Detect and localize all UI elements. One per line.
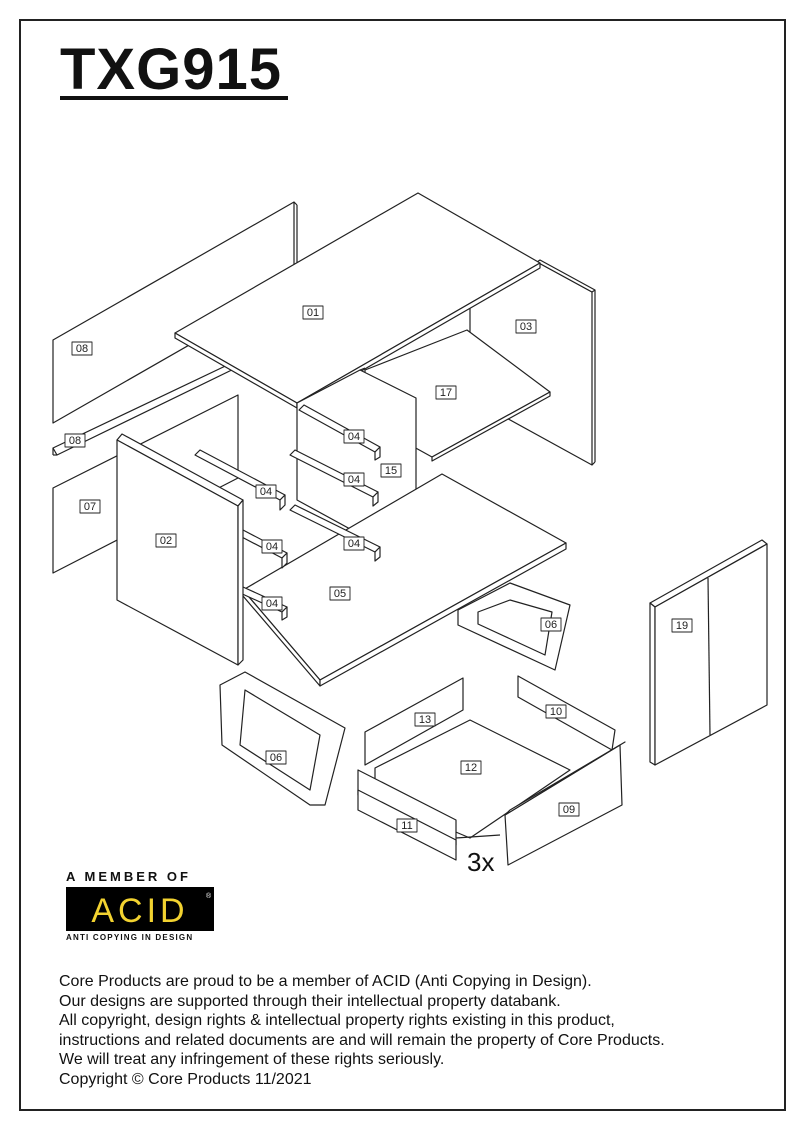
svg-text:04: 04 [348, 474, 360, 486]
drawer-quantity: 3x [467, 847, 495, 877]
notice-line: instructions and related documents are a… [59, 1031, 665, 1049]
acid-tagline: ANTI COPYING IN DESIGN [66, 933, 194, 942]
part-19-door [649, 539, 768, 766]
svg-text:04: 04 [266, 541, 278, 553]
svg-text:11: 11 [401, 820, 412, 832]
part-label-10: 10 [545, 704, 567, 719]
acid-logo-background [66, 887, 214, 931]
svg-text:08: 08 [69, 435, 81, 447]
svg-text:04: 04 [348, 538, 360, 550]
svg-text:08: 08 [76, 343, 88, 355]
part-label-17: 17 [435, 385, 457, 400]
notice-line: Copyright © Core Products 11/2021 [59, 1070, 312, 1088]
part-02-side-panel [116, 433, 244, 666]
acid-logo: ACID ® [66, 887, 214, 931]
part-label-06a: 06 [540, 617, 562, 632]
svg-text:06: 06 [545, 619, 557, 631]
part-label-09: 09 [558, 802, 580, 817]
part-label-12: 12 [460, 760, 482, 775]
part-label-07a: 08 [71, 341, 93, 356]
part-05-base-panel [242, 473, 567, 687]
svg-text:07: 07 [84, 501, 96, 513]
svg-text:17: 17 [440, 387, 452, 399]
part-label-04a: 04 [343, 429, 365, 444]
notice-line: All copyright, design rights & intellect… [59, 1012, 615, 1030]
acid-logo-text: ACID [91, 892, 188, 930]
part-label-19: 19 [671, 618, 693, 633]
part-label-04d: 04 [343, 536, 365, 551]
part-label-04f: 04 [261, 596, 283, 611]
part-label-07b: 07 [79, 499, 101, 514]
svg-text:04: 04 [260, 486, 272, 498]
part-label-03: 03 [515, 319, 537, 334]
part-labels: 01 08 03 17 08 04 15 04 04 07 02 04 04 0… [64, 305, 693, 833]
acid-member-text: A MEMBER OF [66, 869, 191, 884]
notice-line: We will treat any infringement of these … [59, 1051, 445, 1069]
svg-text:15: 15 [385, 465, 397, 477]
copyright-notice: Core Products are proud to be a member o… [59, 972, 759, 1090]
svg-text:04: 04 [348, 431, 360, 443]
svg-text:02: 02 [160, 535, 172, 547]
svg-text:03: 03 [520, 321, 532, 333]
svg-text:10: 10 [550, 706, 562, 718]
part-label-06b: 06 [265, 750, 287, 765]
part-label-04b: 04 [343, 472, 365, 487]
page-border [19, 19, 786, 1111]
svg-text:06: 06 [270, 752, 282, 764]
part-06-leg-right [457, 582, 571, 671]
part-06-leg-left [219, 671, 346, 806]
part-label-04e: 04 [261, 539, 283, 554]
part-label-04c: 04 [255, 484, 277, 499]
part-label-13: 13 [414, 712, 436, 727]
document-title: TXG915 [60, 37, 282, 102]
svg-text:19: 19 [676, 620, 688, 632]
part-label-08: 08 [64, 433, 86, 448]
part-label-02: 02 [155, 533, 177, 548]
svg-text:12: 12 [465, 762, 477, 774]
notice-line: Our designs are supported through their … [59, 992, 561, 1010]
svg-text:13: 13 [419, 714, 431, 726]
drawer-assembly [357, 675, 626, 866]
registered-mark-icon: ® [206, 892, 212, 900]
part-label-15: 15 [380, 463, 402, 478]
notice-line: Core Products are proud to be a member o… [59, 973, 592, 990]
part-label-05: 05 [329, 586, 351, 601]
svg-text:01: 01 [307, 307, 319, 319]
part-label-11: 11 [396, 818, 418, 833]
part-label-01: 01 [302, 305, 324, 320]
svg-text:05: 05 [334, 588, 346, 600]
svg-text:09: 09 [563, 804, 575, 816]
title-underline [60, 96, 288, 100]
svg-text:04: 04 [266, 598, 278, 610]
